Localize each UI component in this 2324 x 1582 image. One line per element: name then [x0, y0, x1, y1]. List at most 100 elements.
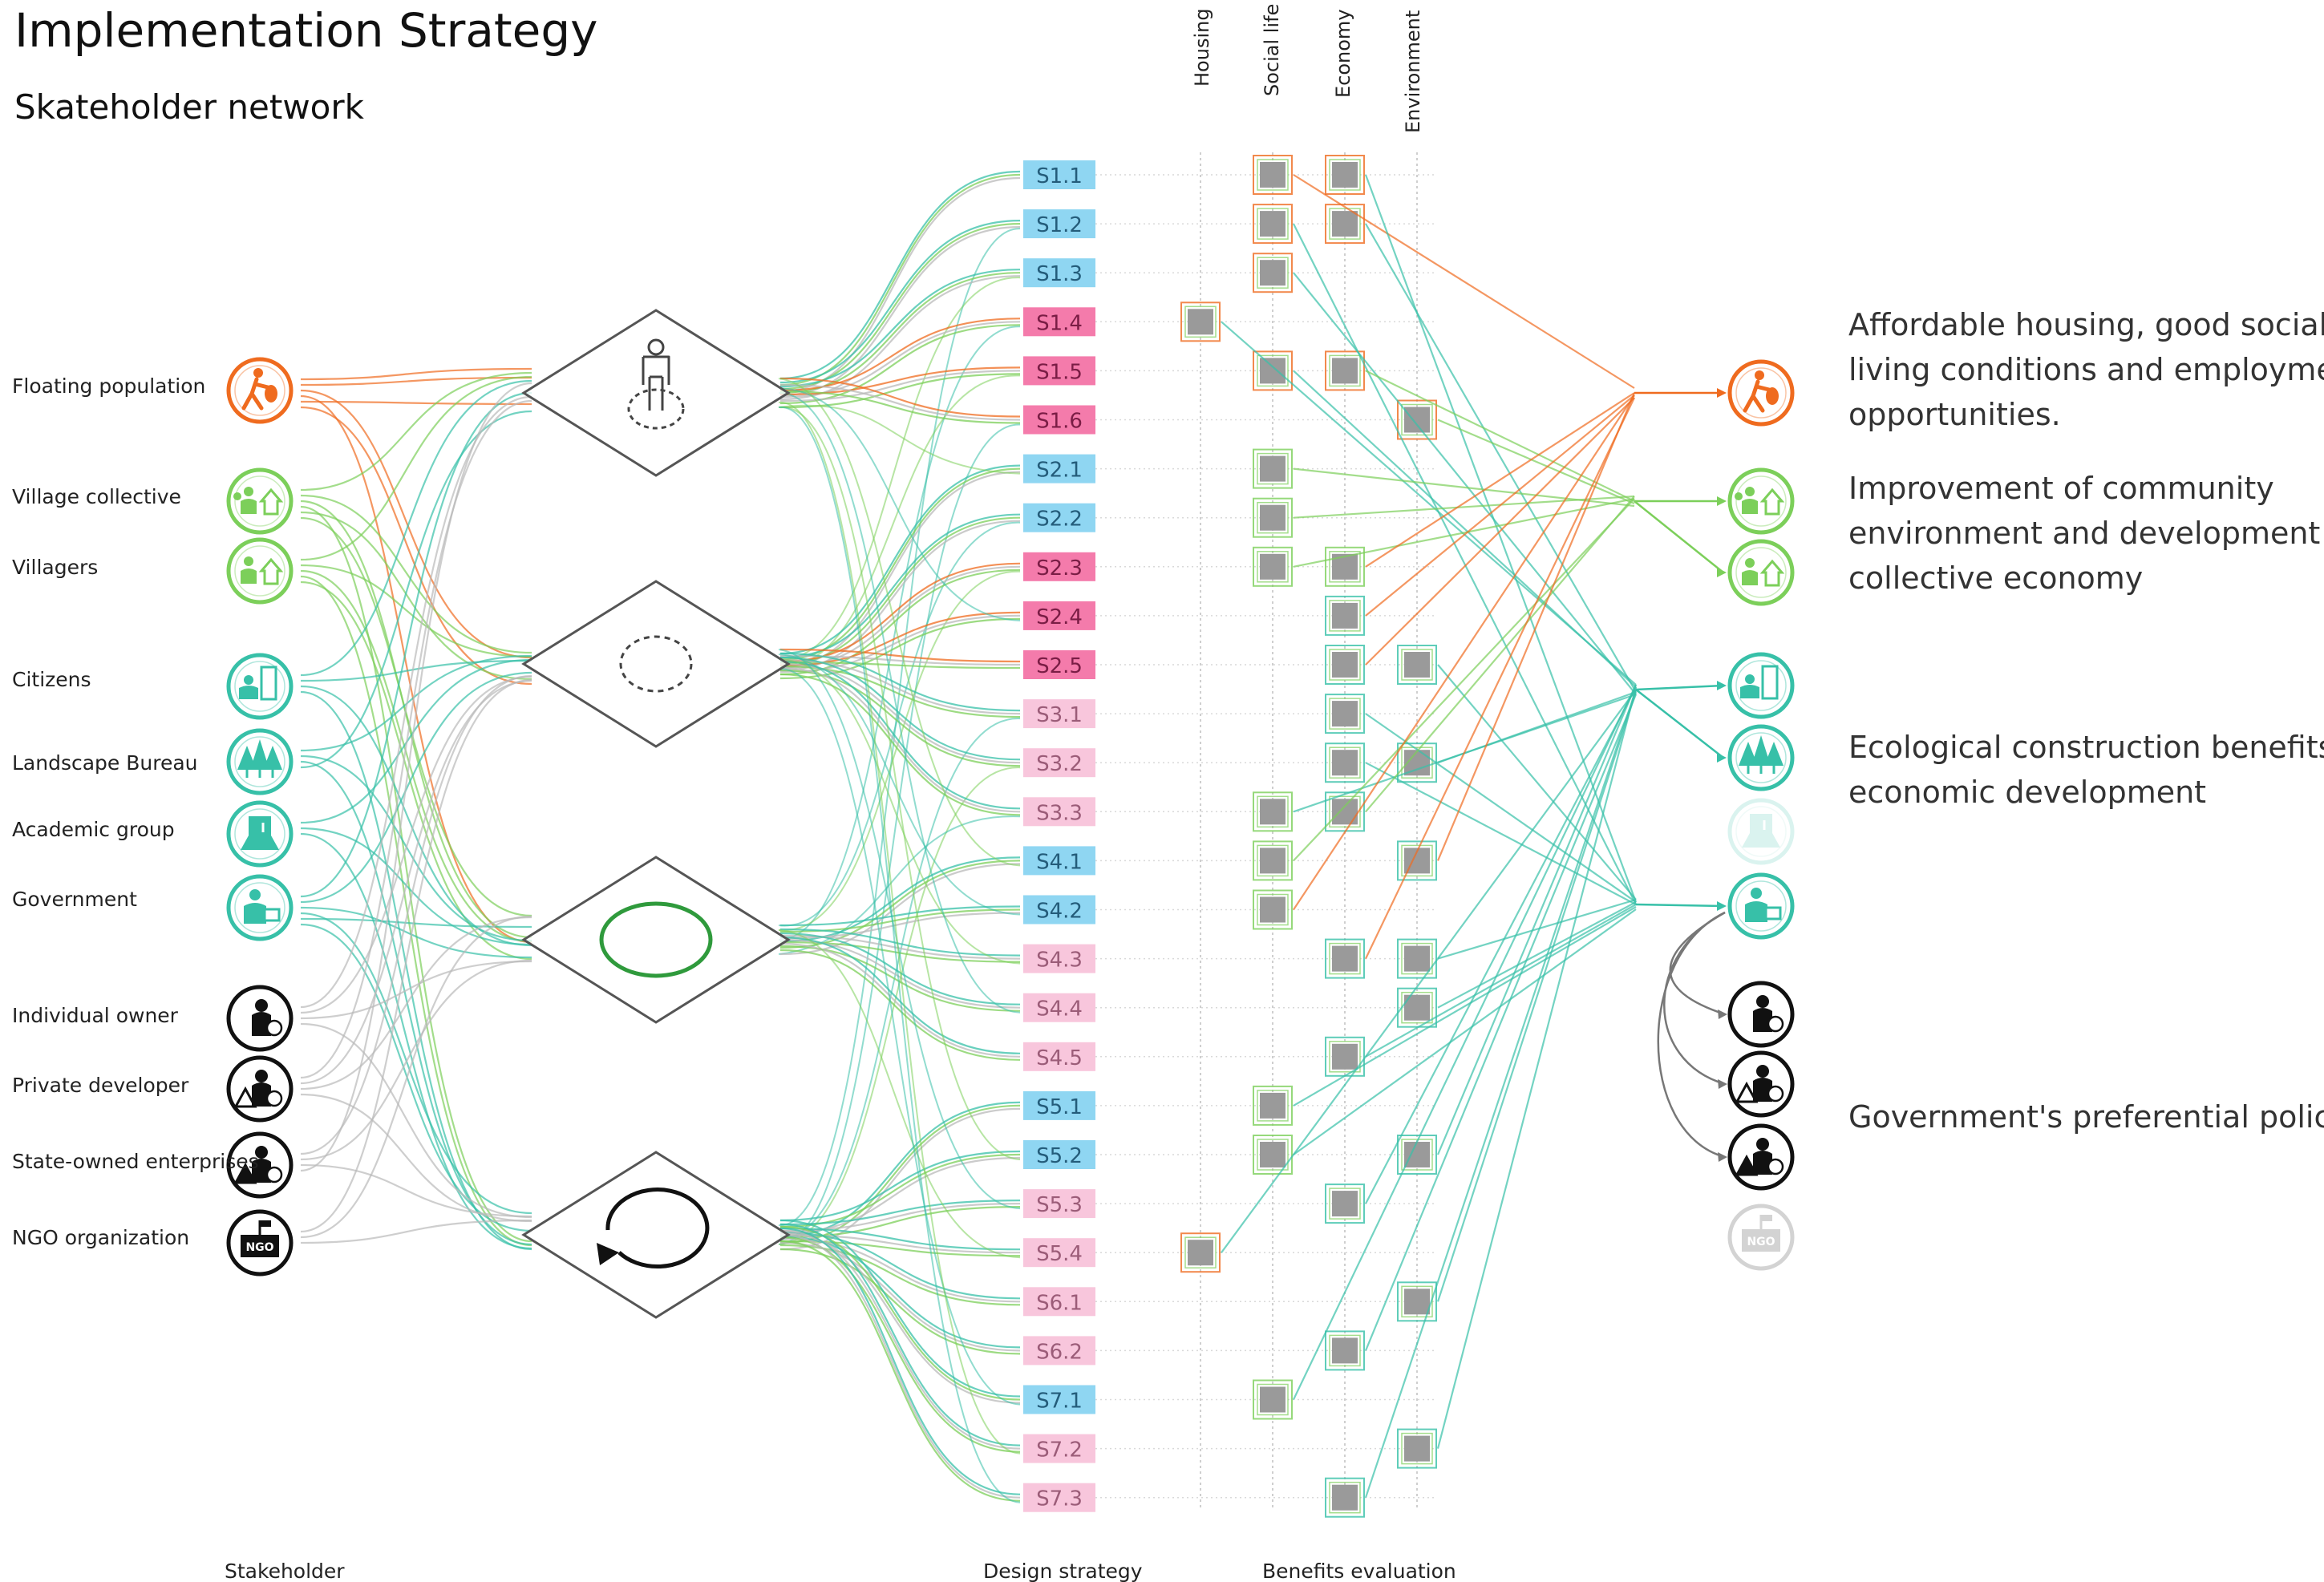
benefit-cell-s7-2-environment	[1397, 1428, 1437, 1469]
dashed-circle-icon	[619, 635, 693, 693]
svg-text:NGO: NGO	[245, 1241, 273, 1254]
strategy-cross-link-s4-1	[778, 378, 1021, 867]
benefit-cell-s4-3-environment	[1397, 938, 1437, 979]
stakeholder-label-state-owned-enterprises: State-owned enterprises	[12, 1150, 259, 1173]
stakeholder-link-individual-owner	[300, 1022, 532, 1219]
benefit-outcome-link	[1293, 684, 1637, 1400]
stakeholder-link-landscape-bureau	[300, 654, 532, 752]
strategy-cross-link-s1-3	[778, 277, 1021, 661]
hub-diamond	[521, 580, 791, 748]
strategy-s7-3: S7.3	[1023, 1483, 1095, 1512]
academic-icon	[226, 800, 294, 868]
benefit-outcome-link	[1365, 713, 1637, 903]
stakeholder-label-academic-group: Academic group	[12, 818, 175, 841]
strategy-link-s1-3	[779, 275, 1021, 401]
benefit-cell-s5-2-social-life	[1253, 1135, 1293, 1175]
benefit-outcome-link	[1365, 392, 1635, 568]
strategy-box	[1023, 405, 1095, 435]
benefit-outcome-link	[1221, 689, 1637, 1253]
strategy-s4-2: S4.2	[1023, 895, 1095, 925]
column-header-environment: Environment	[1402, 10, 1424, 133]
strategy-code: S4.4	[1036, 997, 1083, 1022]
strategy-code: S2.2	[1036, 508, 1083, 532]
strategy-s6-1: S6.1	[1023, 1287, 1095, 1317]
footer-benefits-evaluation: Benefits evaluation	[1262, 1560, 1456, 1582]
strategy-link-s7-3	[779, 1240, 1021, 1502]
benefit-outcome-link	[1436, 684, 1638, 1155]
strategy-link-s5-1	[779, 1107, 1021, 1251]
benefit-outcome-link	[1364, 689, 1638, 1499]
strategy-code: S7.1	[1036, 1390, 1083, 1414]
stakeholder-link-private-developer	[300, 399, 532, 1079]
strategy-hubs	[521, 309, 791, 1319]
strategy-box	[1023, 307, 1095, 337]
benefit-cell-s7-1-social-life	[1253, 1379, 1293, 1420]
hub-diamond	[521, 309, 791, 477]
benefit-outcome-link	[1436, 686, 1638, 1449]
strategy-code: S2.5	[1036, 654, 1083, 678]
benefit-outcome-link	[1365, 762, 1637, 905]
stakeholder-link-government	[300, 391, 532, 898]
stakeholder-link-villagers	[300, 569, 532, 943]
stakeholder-label-landscape-bureau: Landscape Bureau	[12, 751, 198, 775]
strategy-box	[1023, 895, 1095, 925]
villager-house-icon	[226, 537, 294, 605]
benefit-outcome-link	[1437, 419, 1635, 505]
green-circle-hub	[521, 856, 791, 1024]
benefit-cell-s1-2-social-life	[1253, 204, 1293, 245]
benefit-cell-s5-2-environment	[1397, 1135, 1437, 1175]
strategy-s5-1: S5.1	[1023, 1090, 1095, 1120]
benefit-cell-s3-2-economy	[1325, 742, 1365, 783]
owner-money-icon	[226, 985, 294, 1052]
dashed-circle-hub	[521, 580, 791, 748]
strategy-box	[1023, 1238, 1095, 1268]
stakeholder-link-village-collective	[300, 511, 532, 681]
stakeholder-label-government: Government	[12, 888, 137, 911]
benefit-outcome-link	[1365, 904, 1637, 1058]
benefit-outcome-link	[1365, 370, 1635, 502]
strategy-box	[1023, 1189, 1095, 1219]
stakeholder-links	[300, 170, 1021, 1503]
strategy-link-s4-5	[779, 936, 1021, 1054]
benefit-outcome-link	[1365, 397, 1635, 960]
stakeholder-link-citizens	[300, 659, 532, 682]
stakeholder-link-private-developer	[300, 916, 532, 1090]
stakeholder-link-government	[300, 671, 532, 904]
policy-arrow	[1663, 911, 1726, 1086]
strategy-link-s2-1	[779, 464, 1021, 655]
strategy-link-s3-3	[779, 666, 1021, 813]
policy-arrowhead	[1718, 1079, 1727, 1089]
stakeholder-link-village-collective	[300, 505, 532, 1243]
strategy-box	[1023, 1385, 1095, 1414]
strategy-code: S1.3	[1036, 262, 1083, 286]
benefit-outcome-link	[1365, 496, 1635, 813]
strategy-code: S1.4	[1036, 311, 1083, 335]
stakeholder-link-landscape-bureau	[300, 760, 532, 1246]
strategy-link-s2-1	[779, 467, 1021, 662]
strategy-code: S3.3	[1036, 801, 1083, 825]
strategy-box	[1023, 209, 1095, 239]
stakeholder-link-floating-population	[300, 389, 532, 659]
benefit-cell-s1-5-economy	[1325, 350, 1365, 391]
stakeholder-link-floating-population	[300, 367, 532, 381]
strategy-box	[1023, 944, 1095, 973]
svg-text:NGO: NGO	[1747, 1236, 1775, 1248]
strategy-cross-link-s7-3	[778, 406, 1021, 1503]
stakeholder-link-villagers	[300, 375, 532, 561]
strategy-box	[1023, 846, 1095, 876]
benefit-outcome-link	[1293, 906, 1637, 1107]
strategy-link-s7-1	[779, 1219, 1021, 1398]
benefit-cell-s2-4-economy	[1325, 595, 1365, 636]
strategy-box	[1023, 258, 1095, 288]
strategy-box	[1023, 1336, 1095, 1366]
strategy-code: S2.4	[1036, 605, 1083, 629]
stakeholder-link-ngo-organization	[300, 678, 532, 1233]
benefit-cell-s5-1-social-life	[1253, 1085, 1293, 1126]
benefit-cell-s2-2-social-life	[1253, 497, 1293, 538]
hub-diamond	[521, 1151, 791, 1319]
citizens-building-icon	[226, 653, 294, 720]
strategy-box	[1023, 1287, 1095, 1317]
benefit-cell-s5-4-housing	[1180, 1232, 1221, 1273]
